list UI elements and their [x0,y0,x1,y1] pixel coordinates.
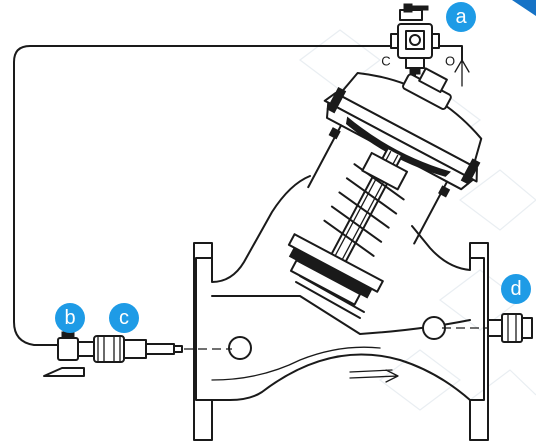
inlet-port-circle [228,336,252,360]
port-label-left: C [381,54,390,69]
label-badge-b: b [55,303,85,333]
label-b-text: b [64,307,75,329]
label-badge-c: c [109,303,139,333]
outlet-fitting [487,313,533,343]
valve-body [193,175,489,441]
outlet-port-circle [422,316,446,340]
flow-direction-arrow-icon [349,369,399,383]
label-d-text: d [510,278,521,300]
seat-ring [295,275,365,319]
label-a-text: a [455,6,467,28]
actuator-assembly [287,67,483,306]
port-label-right: O [445,54,455,69]
label-badge-a: a [446,2,476,32]
pilot-tubing-right [431,45,463,61]
flow-arrow-up-icon [454,59,470,87]
inlet-fittings [43,331,183,377]
corner-accent [512,0,536,16]
pilot-valve: C O [381,3,455,75]
pilot-tubing [13,45,399,346]
label-c-text: c [119,307,129,329]
label-badge-d: d [501,274,531,304]
